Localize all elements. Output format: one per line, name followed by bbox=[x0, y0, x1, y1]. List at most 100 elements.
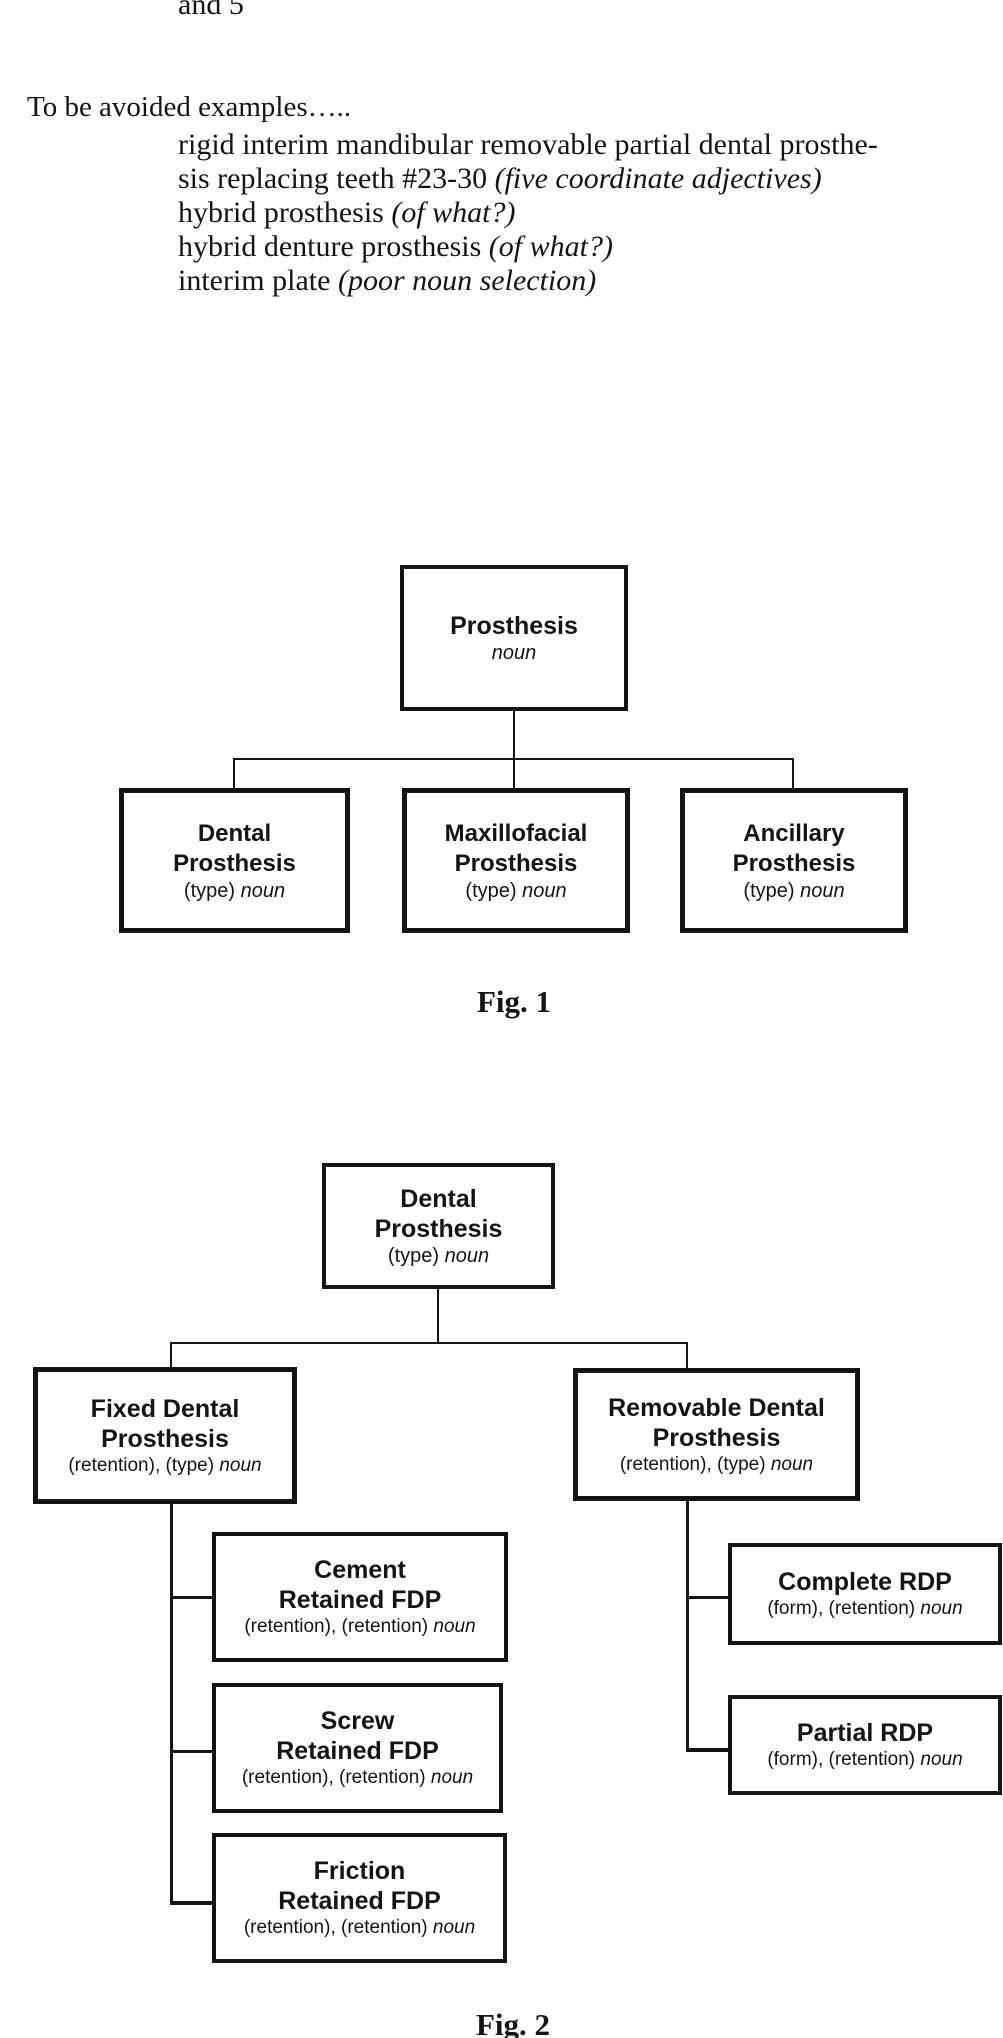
node-title: Friction bbox=[313, 1857, 406, 1885]
node-subtitle-plain: (retention), (retention) bbox=[241, 1767, 431, 1788]
node-title: Screw bbox=[320, 1707, 395, 1735]
node-title: Prosthesis bbox=[652, 1423, 781, 1452]
node-subtitle: (retention), (type) noun bbox=[68, 1454, 261, 1478]
example-text: sis replacing teeth #23-30 bbox=[178, 162, 495, 195]
fig2-node-complete-rdp: Complete RDP (form), (retention) noun bbox=[728, 1543, 1002, 1645]
node-subtitle: (type) noun bbox=[743, 879, 844, 903]
node-title: Prosthesis bbox=[450, 612, 578, 640]
example-note: (poor noun selection) bbox=[337, 264, 597, 297]
node-title: Prosthesis bbox=[101, 1424, 229, 1453]
fig2-connector-right-drop bbox=[686, 1342, 688, 1370]
node-subtitle: (form), (retention) noun bbox=[767, 1748, 962, 1772]
example-note: (five coordinate adjectives) bbox=[494, 162, 822, 195]
node-title: Prosthesis bbox=[374, 1215, 503, 1243]
node-subtitle: (retention), (retention) noun bbox=[244, 1916, 475, 1940]
node-subtitle: (retention), (retention) noun bbox=[244, 1615, 475, 1639]
node-subtitle-italic: noun bbox=[430, 1767, 474, 1788]
node-subtitle-plain: (type) bbox=[465, 879, 523, 902]
example-note: (of what?) bbox=[391, 196, 516, 229]
example-text: interim plate bbox=[178, 264, 338, 297]
fig2-removable-stub-partial bbox=[686, 1748, 730, 1752]
node-subtitle-plain: (retention), (retention) bbox=[243, 1917, 433, 1938]
fig2-node-partial-rdp: Partial RDP (form), (retention) noun bbox=[728, 1695, 1002, 1795]
fig1-node-ancillary-prosthesis: Ancillary Prosthesis (type) noun bbox=[680, 788, 908, 933]
node-subtitle-italic: noun bbox=[770, 1453, 814, 1475]
fig2-node-fixed-dental-prosthesis: Fixed Dental Prosthesis (retention), (ty… bbox=[33, 1367, 297, 1504]
fig1-caption: Fig. 1 bbox=[476, 984, 552, 1019]
node-title: Prosthesis bbox=[454, 849, 578, 877]
example-line: rigid interim mandibular removable parti… bbox=[178, 128, 878, 162]
node-title: Dental bbox=[400, 1185, 477, 1213]
node-subtitle: (form), (retention) noun bbox=[767, 1597, 962, 1621]
node-subtitle-plain: (retention), (retention) bbox=[244, 1616, 434, 1637]
fig2-node-cement-retained-fdp: Cement Retained FDP (retention), (retent… bbox=[212, 1532, 508, 1662]
fig1-connector-right-drop bbox=[792, 758, 794, 790]
fig2-connector-root-drop bbox=[437, 1288, 439, 1344]
fig2-node-removable-dental-prosthesis: Removable Dental Prosthesis (retention),… bbox=[573, 1368, 860, 1501]
fig1-node-prosthesis: Prosthesis noun bbox=[400, 565, 628, 711]
fig2-node-screw-retained-fdp: Screw Retained FDP (retention), (retenti… bbox=[212, 1683, 503, 1813]
fig2-node-dental-prosthesis: Dental Prosthesis (type) noun bbox=[322, 1163, 555, 1289]
fig1-connector-mid-drop bbox=[513, 758, 515, 790]
node-subtitle-italic: noun bbox=[920, 1749, 963, 1770]
example-text: rigid interim mandibular removable parti… bbox=[178, 128, 878, 161]
node-subtitle-italic: noun bbox=[800, 879, 845, 902]
example-line: hybrid prosthesis (of what?) bbox=[178, 196, 878, 230]
fig2-fixed-stub-screw bbox=[170, 1750, 214, 1753]
node-subtitle-italic: noun bbox=[444, 1245, 490, 1267]
fig1-node-maxillofacial-prosthesis: Maxillofacial Prosthesis (type) noun bbox=[402, 788, 630, 933]
node-subtitle-plain: (type) bbox=[743, 879, 801, 902]
node-title: Retained FDP bbox=[278, 1887, 441, 1915]
node-title: Prosthesis bbox=[732, 849, 856, 877]
node-title: Cement bbox=[314, 1556, 406, 1584]
fig1-node-dental-prosthesis: Dental Prosthesis (type) noun bbox=[119, 788, 350, 933]
node-subtitle-plain: (type) bbox=[387, 1245, 445, 1267]
example-text: hybrid prosthesis bbox=[178, 196, 392, 229]
node-title: Retained FDP bbox=[276, 1737, 439, 1765]
example-line: hybrid denture prosthesis (of what?) bbox=[178, 230, 878, 264]
node-subtitle: noun bbox=[492, 641, 537, 665]
node-subtitle: (type) noun bbox=[465, 879, 566, 903]
node-subtitle-plain: (form), (retention) bbox=[767, 1749, 921, 1770]
fig1-connector-root-drop bbox=[513, 710, 515, 760]
node-subtitle: (type) noun bbox=[388, 1244, 489, 1268]
node-subtitle: (retention), (retention) noun bbox=[242, 1766, 473, 1790]
fig2-connector-horizontal bbox=[170, 1342, 688, 1344]
node-subtitle-plain: (form), (retention) bbox=[767, 1598, 921, 1619]
node-title: Retained FDP bbox=[278, 1586, 442, 1614]
example-line: interim plate (poor noun selection) bbox=[178, 264, 878, 298]
node-subtitle-italic: noun bbox=[240, 879, 286, 902]
node-subtitle: (retention), (type) noun bbox=[620, 1453, 813, 1477]
example-text: hybrid denture prosthesis bbox=[178, 230, 489, 263]
fig2-fixed-stub-friction bbox=[170, 1901, 214, 1905]
top-cropped-text: and 5 bbox=[178, 0, 244, 21]
fig2-node-friction-retained-fdp: Friction Retained FDP (retention), (rete… bbox=[212, 1833, 507, 1963]
node-subtitle-italic: noun bbox=[433, 1616, 476, 1637]
intro-line: To be avoided examples….. bbox=[27, 91, 352, 123]
node-subtitle-plain: (retention), (type) bbox=[68, 1454, 220, 1476]
node-title: Fixed Dental bbox=[90, 1394, 240, 1423]
node-title: Prosthesis bbox=[173, 849, 296, 877]
node-title: Partial RDP bbox=[796, 1719, 934, 1747]
node-subtitle: (type) noun bbox=[184, 879, 285, 903]
fig2-fixed-spine bbox=[170, 1503, 173, 1905]
fig2-removable-spine bbox=[686, 1500, 689, 1752]
fig2-removable-stub-complete bbox=[686, 1596, 730, 1599]
node-subtitle-italic: noun bbox=[522, 879, 567, 902]
fig2-caption: Fig. 2 bbox=[475, 2007, 551, 2038]
example-note: (of what?) bbox=[488, 230, 613, 263]
node-subtitle-italic: noun bbox=[920, 1598, 963, 1619]
node-subtitle-italic: noun bbox=[491, 642, 537, 664]
node-subtitle-italic: noun bbox=[219, 1454, 262, 1476]
node-title: Complete RDP bbox=[778, 1568, 952, 1596]
fig2-connector-left-drop bbox=[170, 1342, 172, 1369]
fig1-connector-left-drop bbox=[233, 758, 235, 790]
node-subtitle-plain: (type) bbox=[183, 879, 241, 902]
example-line: sis replacing teeth #23-30 (five coordin… bbox=[178, 162, 878, 196]
node-title: Removable Dental bbox=[608, 1393, 825, 1422]
node-subtitle-plain: (retention), (type) bbox=[619, 1453, 771, 1475]
example-list: rigid interim mandibular removable parti… bbox=[178, 128, 878, 298]
fig2-fixed-stub-cement bbox=[170, 1596, 214, 1599]
node-title: Dental bbox=[197, 819, 272, 847]
